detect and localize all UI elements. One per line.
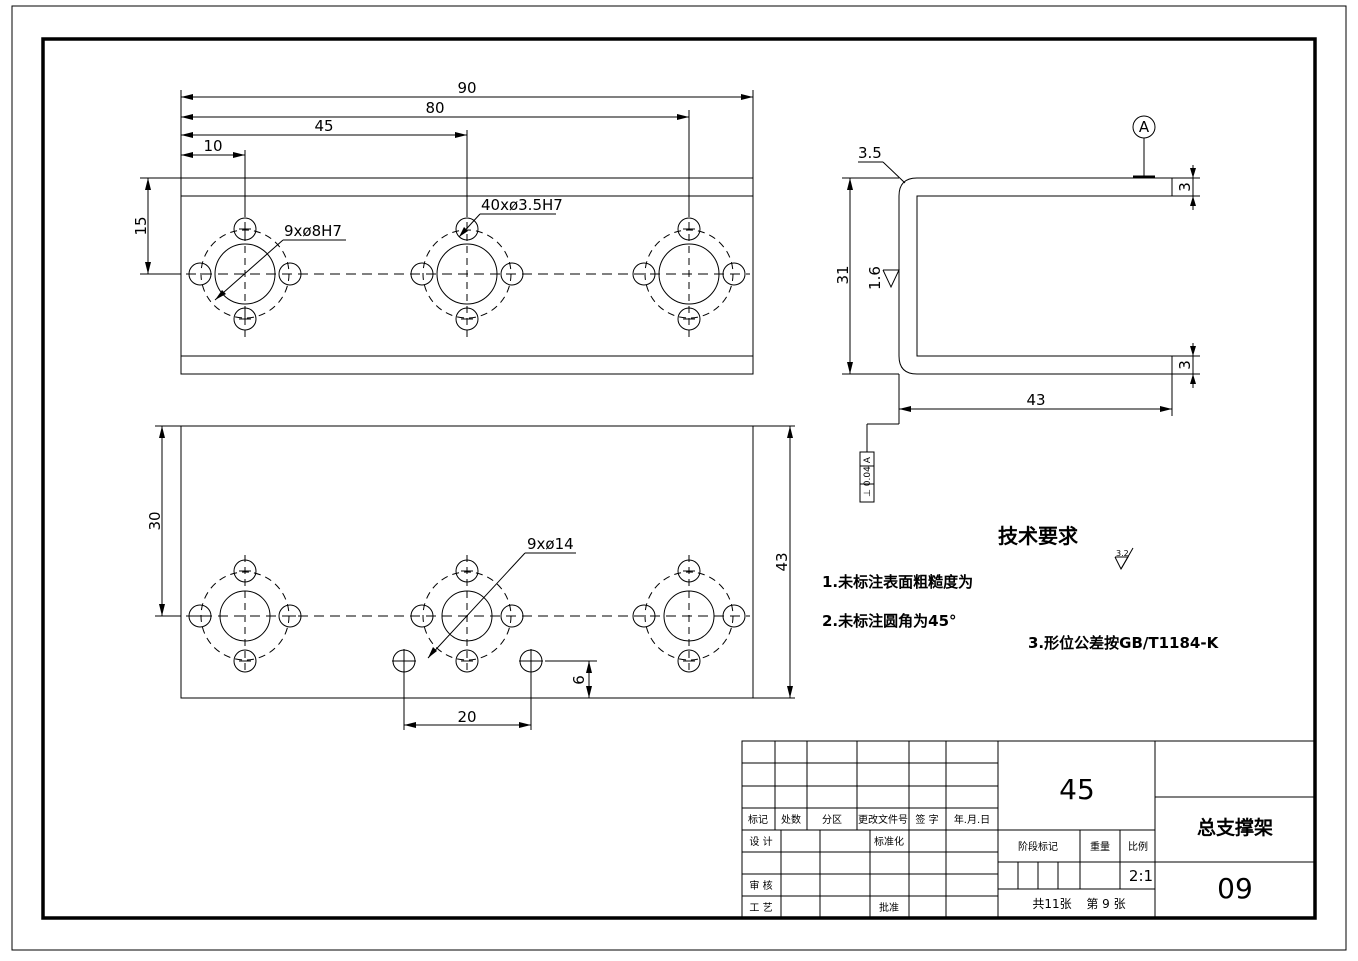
dim-31: 31 [834,265,852,284]
dim-15: 15 [132,216,150,235]
scale-value: 2:1 [1129,867,1153,885]
dim-3-bottom: 3 [1176,360,1194,370]
tech-requirements: 技术要求 3.2 1.未标注表面粗糙度为 2.未标注圆角为45° 3.形位公差按… [822,524,1220,652]
hole-group-3 [632,217,746,331]
col-zone: 分区 [822,814,842,826]
label-weight: 重量 [1090,840,1110,853]
dim-80: 80 [425,99,444,117]
drawing-frame [41,37,1317,920]
label-threads: 40xø3.5H7 [481,196,563,214]
label-large-holes: 9xø14 [527,535,574,553]
col-mark: 标记 [748,814,768,826]
col-count: 处数 [781,813,801,826]
dim-6: 6 [570,675,588,685]
tech-heading: 技术要求 [998,524,1079,548]
top-view: 90 80 45 10 15 9xø8H7 40xø3.5H7 [132,79,754,375]
sheets-total: 共11张 [1032,897,1071,911]
col-date: 年.月.日 [954,813,990,826]
title-block: 标记 处数 分区 更改文件号 签 字 年.月.日 设 计 标准化 审 核 工 艺… [741,740,1316,919]
col-change-doc: 更改文件号 [858,813,908,826]
tech-item-2: 2.未标注圆角为45° [822,612,957,630]
label-stage-mark: 阶段标记 [1018,840,1058,853]
datum-a: A [1139,118,1150,136]
dim-45: 45 [314,117,333,135]
drawing-name: 总支撑架 [1197,816,1273,839]
dim-3-top: 3 [1176,182,1194,192]
front-hole-group-3 [632,559,746,673]
dim-43-side: 43 [1026,391,1045,409]
dim-10: 10 [203,137,222,155]
label-small-holes: 9xø8H7 [284,222,342,240]
roughness-3-2: 3.2 [1116,549,1129,558]
sheet-number: 第 9 张 [1086,897,1125,911]
front-hole-group-2 [410,559,524,673]
label-review: 审 核 [749,879,772,892]
front-view: 20 6 30 43 9xø14 [146,425,795,730]
drawing-number: 09 [1217,872,1253,905]
side-view: 3.5 31 1.6 3 3 43 A [834,115,1200,503]
label-process: 工 艺 [749,902,772,914]
roughness-1-6: 1.6 [866,266,884,290]
tech-item-1: 1.未标注表面粗糙度为 [822,573,973,591]
label-approve: 批准 [879,901,899,914]
paper-border [11,5,1347,951]
col-sign: 签 字 [915,813,938,826]
label-scale: 比例 [1128,840,1148,853]
dim-43-front: 43 [773,552,791,571]
material: 45 [1059,773,1095,806]
tolerance-frame: ⊥ 0.04 A [863,456,873,497]
tech-item-3: 3.形位公差按GB/T1184-K [1028,634,1220,652]
label-design: 设 计 [749,835,772,848]
dim-30: 30 [146,511,164,530]
dim-90: 90 [457,79,476,97]
label-standardize: 标准化 [874,835,904,848]
dim-3-5: 3.5 [858,144,882,162]
dim-20: 20 [457,708,476,726]
